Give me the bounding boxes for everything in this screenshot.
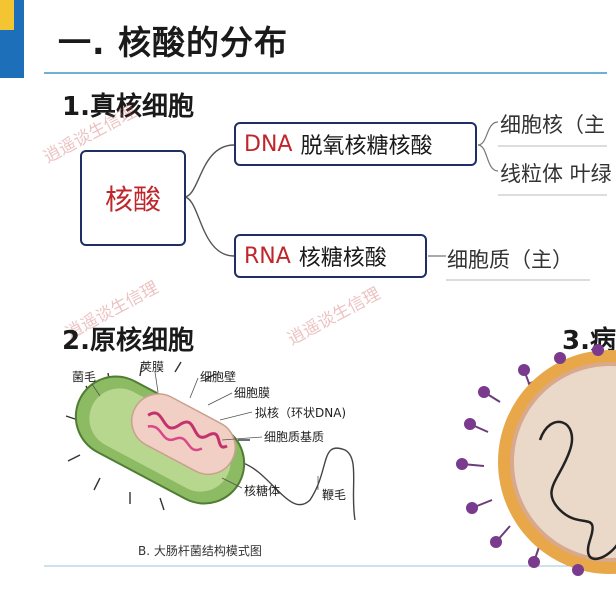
label-cytoplasm: 细胞质基质 — [264, 430, 325, 444]
nucleic-acid-root-box: 核酸 — [80, 150, 186, 246]
dna-full-name: 脱氧核糖核酸 — [300, 134, 433, 159]
label-pilus: 菌毛 — [72, 370, 97, 384]
label-nucleoid: 拟核（环状DNA) — [255, 406, 347, 420]
label-cell-wall: 细胞壁 — [200, 370, 237, 384]
dna-abbr: DNA — [244, 131, 293, 157]
rna-location-cytoplasm: 细胞质（主） — [447, 248, 573, 272]
label-ribosome: 核糖体 — [244, 484, 281, 498]
label-cell-membrane: 细胞膜 — [234, 386, 271, 400]
rna-full-name: 核糖核酸 — [298, 246, 387, 271]
label-flagellum: 鞭毛 — [322, 488, 347, 502]
section-eukaryote-heading: 1.真核细胞 — [62, 92, 194, 122]
dna-location-organelles: 线粒体 叶绿 — [500, 162, 612, 186]
header-accent-corner — [0, 0, 14, 30]
nucleic-acid-root-label: 核酸 — [104, 183, 161, 216]
rna-abbr: RNA — [244, 243, 291, 269]
section-prokaryote-heading: 2.原核细胞 — [62, 326, 194, 356]
title-divider — [44, 72, 607, 74]
page-title: 一. 核酸的分布 — [58, 23, 289, 62]
figure-caption: B. 大肠杆菌结构模式图 — [138, 544, 262, 558]
label-capsule: 荚膜 — [140, 360, 165, 374]
rna-node: RNA 核糖核酸 — [234, 234, 427, 278]
dna-node: DNA 脱氧核糖核酸 — [234, 122, 477, 166]
dna-location-nucleus: 细胞核（主 — [500, 113, 605, 137]
